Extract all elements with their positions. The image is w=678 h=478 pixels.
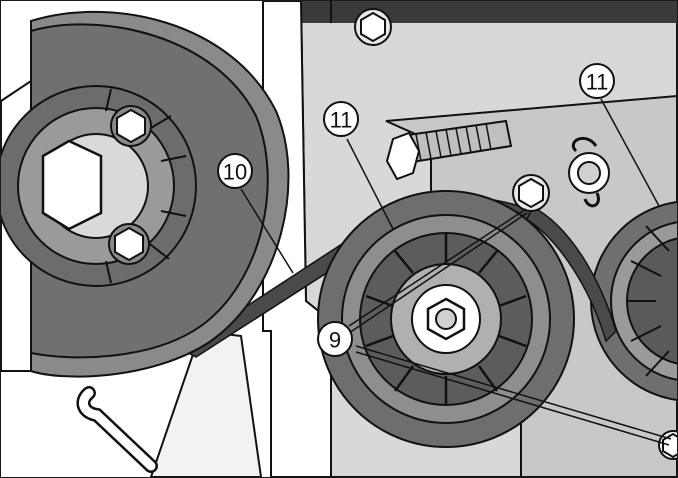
pulley-nut-bottom	[108, 223, 150, 265]
idler-bracket-bolt-upper	[512, 174, 550, 212]
callout-9: 9	[317, 321, 353, 357]
callout-10-label: 10	[223, 160, 247, 185]
callout-11-right-label: 11	[586, 70, 609, 95]
drive-pulley	[1, 10, 290, 378]
spring-clip	[568, 136, 610, 208]
callout-11-center: 11	[323, 101, 359, 137]
right-idler-pulley	[590, 201, 677, 401]
pulley-nut-top	[110, 105, 152, 147]
callout-9-label: 9	[329, 328, 341, 353]
callout-10: 10	[217, 153, 253, 189]
center-idler-pulley	[317, 190, 575, 448]
callout-11-center-label: 11	[330, 108, 353, 133]
callout-11-right: 11	[579, 63, 615, 99]
adjustment-bolt	[385, 119, 513, 181]
top-bolt	[354, 8, 392, 46]
leader-lines	[240, 98, 672, 446]
rod	[76, 386, 158, 473]
